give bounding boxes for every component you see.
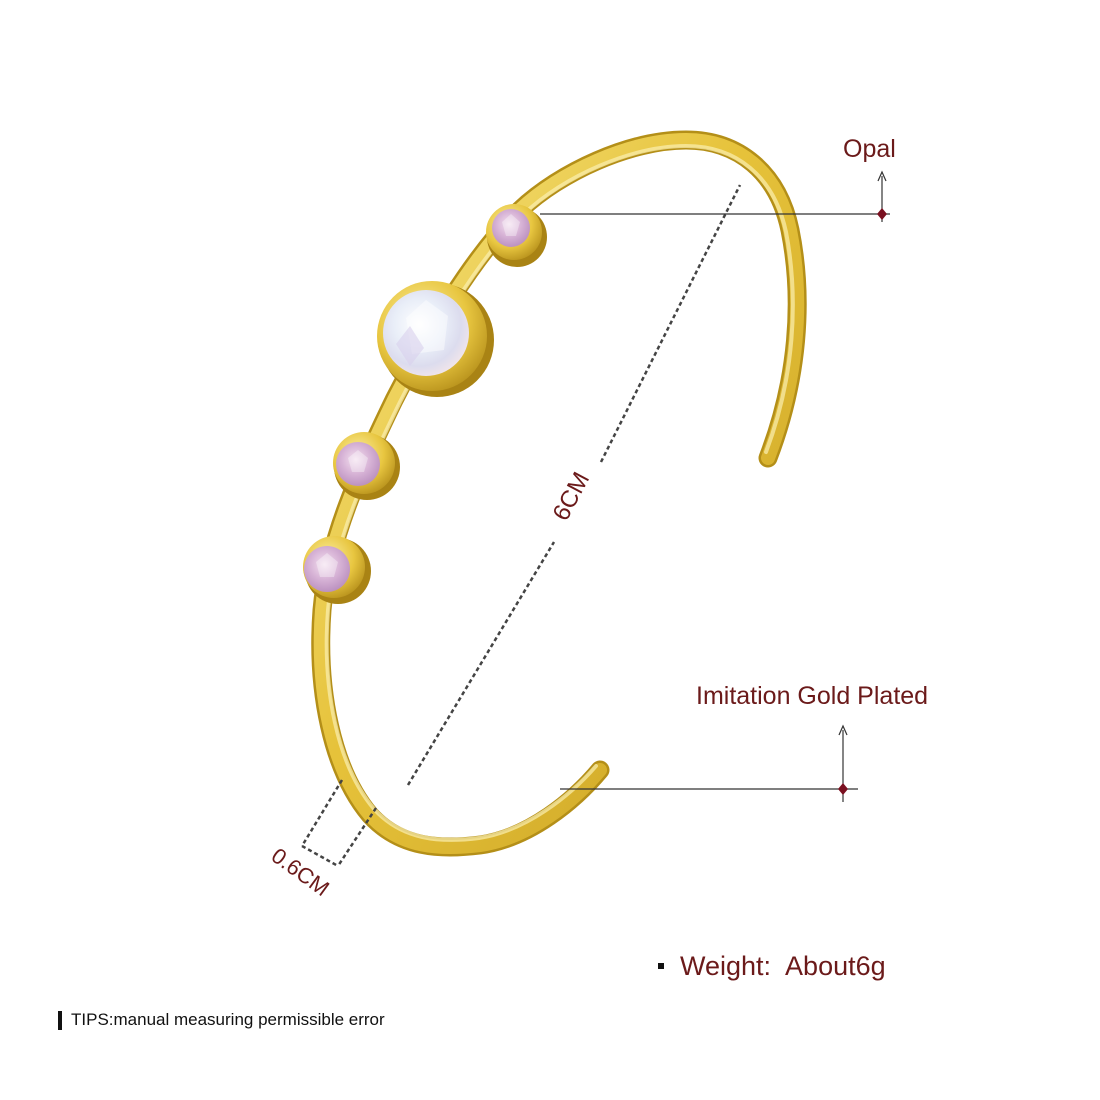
tips-note: TIPS:manual measuring permissible error <box>58 1009 385 1031</box>
length-label: 6CM <box>548 468 596 525</box>
opal-stone-small-bottom <box>303 536 371 604</box>
material-pointer <box>560 724 858 802</box>
opal-stone-large <box>377 281 494 397</box>
width-dimension-line <box>300 779 378 868</box>
length-dimension-line <box>406 184 742 786</box>
weight-info: Weight: About6g <box>658 946 886 986</box>
opal-stone-small-middle <box>333 432 400 500</box>
vertical-bar-icon <box>58 1010 62 1030</box>
tips-text: TIPS:manual measuring permissible error <box>71 1010 385 1029</box>
square-bullet-icon <box>658 963 664 969</box>
arrow-up-diamond-icon <box>838 783 848 795</box>
width-label: 0.6CM <box>267 843 334 901</box>
opal-pointer <box>540 170 890 222</box>
material-label: Imitation Gold Plated <box>696 682 928 710</box>
weight-label: Weight: <box>680 950 772 981</box>
arrow-up-diamond-icon <box>877 208 887 220</box>
weight-value: About6g <box>785 950 886 981</box>
opal-stone-small-top <box>486 204 547 267</box>
opal-label: Opal <box>843 135 896 163</box>
